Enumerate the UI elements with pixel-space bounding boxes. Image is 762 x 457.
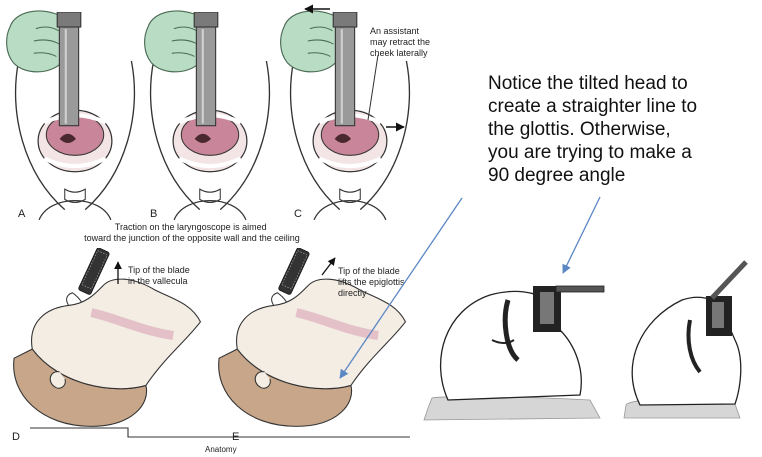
epiglottis-label-line-1: Tip of the blade (338, 266, 400, 276)
traction-arrow-e (322, 258, 335, 275)
traction-caption: Traction on the laryngoscope is aimed to… (84, 222, 300, 243)
panel-label-a: A (18, 208, 26, 220)
panel-label-c: C (294, 208, 302, 220)
panel-label-e: E (232, 431, 239, 443)
epiglottis-label-line-3: directly (338, 288, 367, 298)
annotation-line-1: Notice the tilted head to (488, 72, 756, 95)
assistant-note-line-2: may retract the (370, 37, 430, 47)
vallecula-label: Tip of the blade in the vallecula (128, 265, 192, 286)
panel-b (145, 11, 270, 220)
table-outline (30, 428, 410, 437)
annotation-line-2: create a straighter line to (488, 95, 756, 118)
annotation-line-3: the glottis. Otherwise, (488, 118, 756, 141)
epiglottis-label-line-2: lifts the epiglottis (338, 277, 405, 287)
annotation-line-5: 90 degree angle (488, 164, 756, 187)
annotation-arrow-tilted-head (563, 197, 600, 273)
annotation-text: Notice the tilted head to create a strai… (488, 72, 756, 187)
assistant-note-line-1: An assistant (370, 26, 420, 36)
traction-caption-line-2: toward the junction of the opposite wall… (84, 233, 300, 243)
vallecula-label-line-2: in the vallecula (128, 276, 188, 286)
assistant-note-line-3: cheek laterally (370, 48, 428, 58)
panel-a (7, 11, 135, 220)
vallecula-label-line-1: Tip of the blade (128, 265, 190, 275)
head-drawing-tilted (424, 286, 604, 420)
assistant-pointer (368, 55, 378, 120)
panel-label-d: D (12, 431, 20, 443)
panel-label-b: B (150, 208, 157, 220)
assistant-note: An assistant may retract the cheek later… (370, 26, 433, 58)
head-drawing-neutral (624, 262, 746, 418)
anatomy-caption: Anatomy (205, 445, 237, 454)
traction-caption-line-1: Traction on the laryngoscope is aimed (115, 222, 267, 232)
annotation-line-4: you are trying to make a (488, 141, 756, 164)
